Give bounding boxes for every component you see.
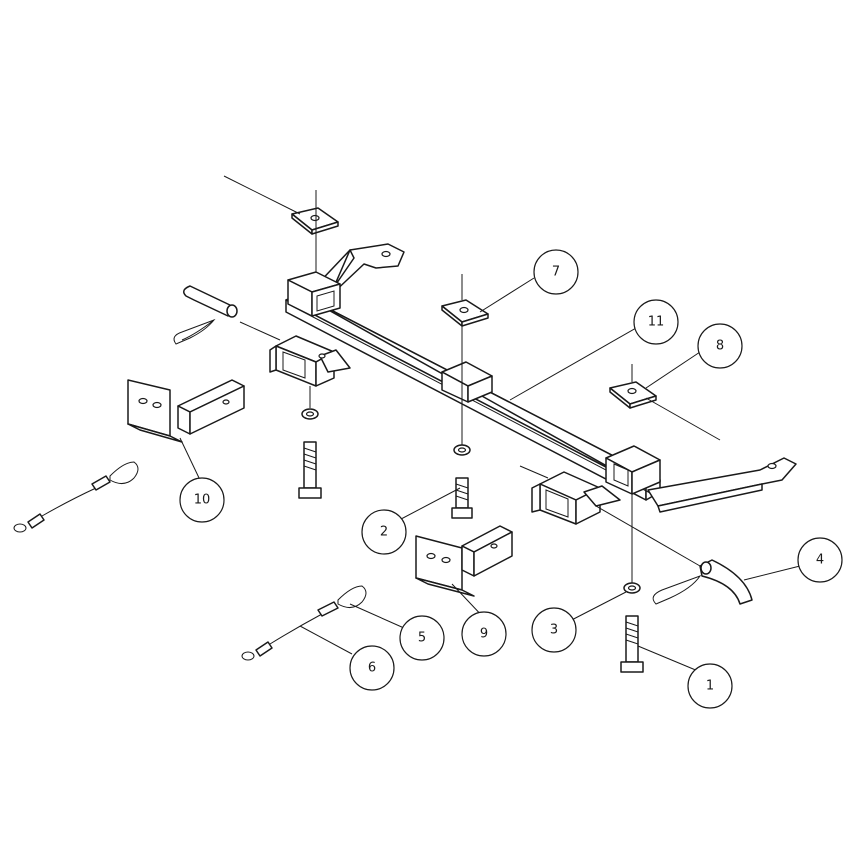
callout-1: 1 <box>687 663 733 709</box>
right-safety-cable <box>241 585 367 661</box>
callout-3: 3 <box>531 607 577 653</box>
right-receiver-block <box>605 445 661 495</box>
right-pin <box>595 505 753 605</box>
center-plate <box>441 274 489 448</box>
callout-8: 8 <box>697 323 743 369</box>
right-bolt <box>620 615 644 673</box>
right-washer <box>623 582 641 594</box>
left-pin <box>173 285 238 345</box>
callout-2-label: 2 <box>380 525 388 540</box>
callout-11: 11 <box>633 299 679 345</box>
callout-4: 4 <box>797 537 843 583</box>
callout-3-label: 3 <box>550 623 558 638</box>
callout-4-label: 4 <box>816 553 824 568</box>
callout-8-label: 8 <box>716 339 724 354</box>
left-mount-receiver <box>239 321 351 387</box>
center-bracket <box>415 525 513 597</box>
left-receiver-block <box>287 271 341 317</box>
center-washer <box>453 444 471 456</box>
callout-11-label: 11 <box>648 315 665 330</box>
callout-9-label: 9 <box>480 627 488 642</box>
right-mount-receiver <box>519 465 621 525</box>
callout-5-label: 5 <box>418 631 426 646</box>
callout-10: 10 <box>179 477 225 523</box>
callout-5: 5 <box>399 615 445 661</box>
top-left-plate <box>223 175 339 272</box>
callout-10-label: 10 <box>194 493 211 508</box>
callout-9: 9 <box>461 611 507 657</box>
right-arm-bracket <box>647 457 797 513</box>
left-safety-cable <box>13 461 139 533</box>
callout-6: 6 <box>349 645 395 691</box>
callout-2: 2 <box>361 509 407 555</box>
left-washer <box>301 386 319 420</box>
callout-7-label: 7 <box>552 265 560 280</box>
callout-1-label: 1 <box>706 679 714 694</box>
left-bracket <box>127 379 245 443</box>
callout-7: 7 <box>533 249 579 295</box>
callout-6-label: 6 <box>368 661 376 676</box>
left-bolt <box>298 441 322 499</box>
right-plate <box>609 364 721 586</box>
center-bolt <box>451 477 473 519</box>
